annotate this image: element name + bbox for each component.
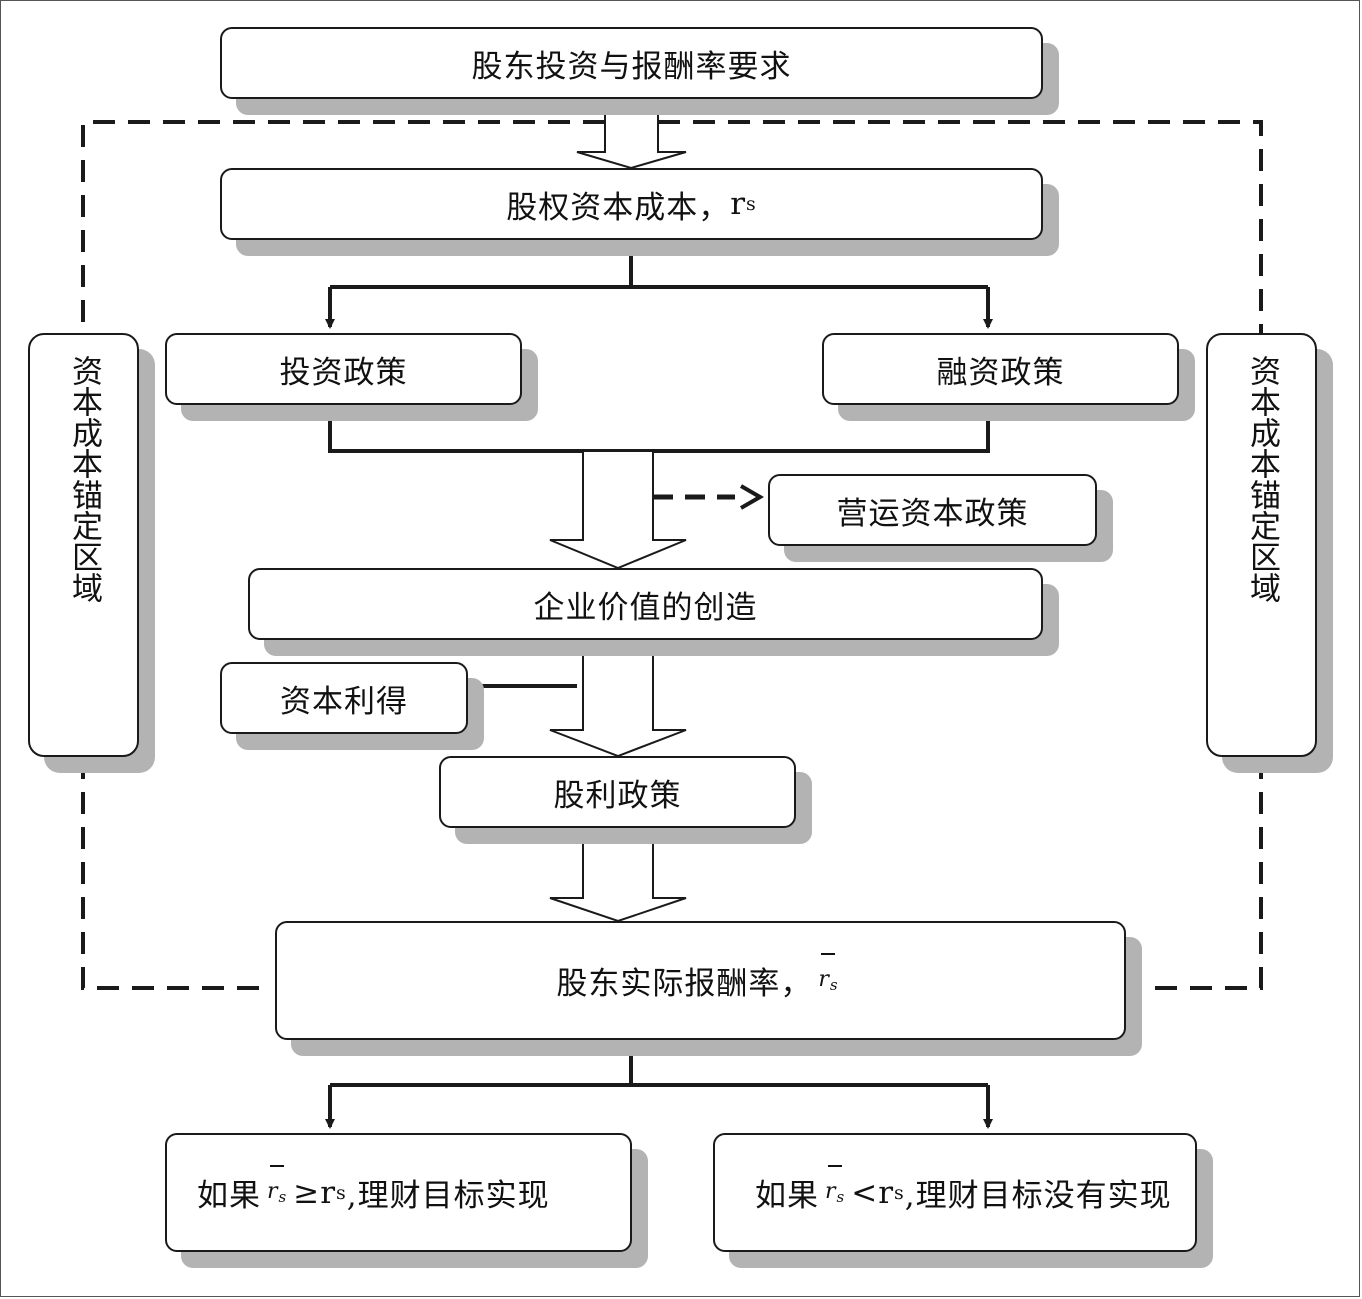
actual-return-label: 股东实际报酬率， <box>556 966 813 1002</box>
capital-gain-label: 资本利得 <box>280 683 408 720</box>
outcome-achieved-prefix: 如果 <box>197 1178 261 1214</box>
left-anchor-region-box: 资本成本锚定区域 <box>28 333 139 757</box>
block-arrow-1 <box>576 97 687 170</box>
mean-bar <box>821 953 836 955</box>
dividend-policy-label: 股利政策 <box>553 777 682 814</box>
outcome-not-achieved-suffix: ,理财目标没有实现 <box>904 1178 1172 1214</box>
outcome-achieved-symbol-sub: s <box>278 1188 288 1206</box>
right-anchor-region-box: 资本成本锚定区域 <box>1206 333 1317 757</box>
capital-gain-box: 资本利得 <box>220 662 468 734</box>
actual-return-symbol: rs <box>818 953 839 994</box>
outcome-achieved-suffix: ,理财目标实现 <box>346 1178 550 1214</box>
outcome-not-achieved-prefix: 如果 <box>755 1178 819 1214</box>
block-arrow-4 <box>549 827 687 923</box>
outcome-achieved-relation-sub: s <box>336 1181 347 1204</box>
actual-return-box: 股东实际报酬率，rs <box>275 921 1126 1040</box>
equity-cost-symbol: r <box>730 186 747 222</box>
financing-policy-label: 融资政策 <box>936 354 1065 391</box>
outcome-achieved-symbol-r: r <box>267 1179 279 1204</box>
actual-return-symbol-sub: s <box>829 976 839 994</box>
investment-policy-label: 投资政策 <box>279 354 408 391</box>
outcome-not-achieved-relation-sub: s <box>894 1181 905 1204</box>
anchor-region-dashed-line <box>81 120 1263 990</box>
equity-cost-symbol-sub: s <box>746 193 757 215</box>
outcome-not-achieved-symbol-r: r <box>825 1179 837 1204</box>
right-anchor-region-label: 资本成本锚定区域 <box>1244 355 1280 603</box>
working-capital-policy-box: 营运资本政策 <box>768 474 1097 546</box>
financing-policy-box: 融资政策 <box>822 333 1179 405</box>
shareholder-requirement-label: 股东投资与报酬率要求 <box>471 48 792 85</box>
outcome-not-achieved-relation: <r <box>851 1174 895 1211</box>
block-arrow-3 <box>549 639 687 758</box>
split-connector-bottom <box>325 1040 993 1129</box>
outcome-not-achieved-symbol: rs <box>825 1165 846 1206</box>
dividend-policy-box: 股利政策 <box>439 756 796 828</box>
outcome-not-achieved-symbol-sub: s <box>836 1188 846 1206</box>
value-creation-label: 企业价值的创造 <box>533 589 758 626</box>
split-connector-top <box>325 240 993 329</box>
left-anchor-region-label: 资本成本锚定区域 <box>66 355 102 603</box>
mean-bar <box>828 1165 842 1167</box>
investment-policy-box: 投资政策 <box>165 333 522 405</box>
dashed-arrow-working-capital <box>653 484 764 510</box>
working-capital-policy-label: 营运资本政策 <box>836 495 1029 532</box>
mean-bar <box>270 1165 284 1167</box>
value-creation-box: 企业价值的创造 <box>248 568 1043 640</box>
outcome-achieved-relation: ≥r <box>293 1174 337 1211</box>
shareholder-requirement-box: 股东投资与报酬率要求 <box>220 27 1043 99</box>
equity-cost-label: 股权资本成本， <box>506 189 731 226</box>
block-arrow-2 <box>549 450 687 570</box>
actual-return-symbol-r: r <box>818 967 830 992</box>
outcome-achieved-symbol: rs <box>267 1165 288 1206</box>
merge-connector <box>328 405 990 453</box>
